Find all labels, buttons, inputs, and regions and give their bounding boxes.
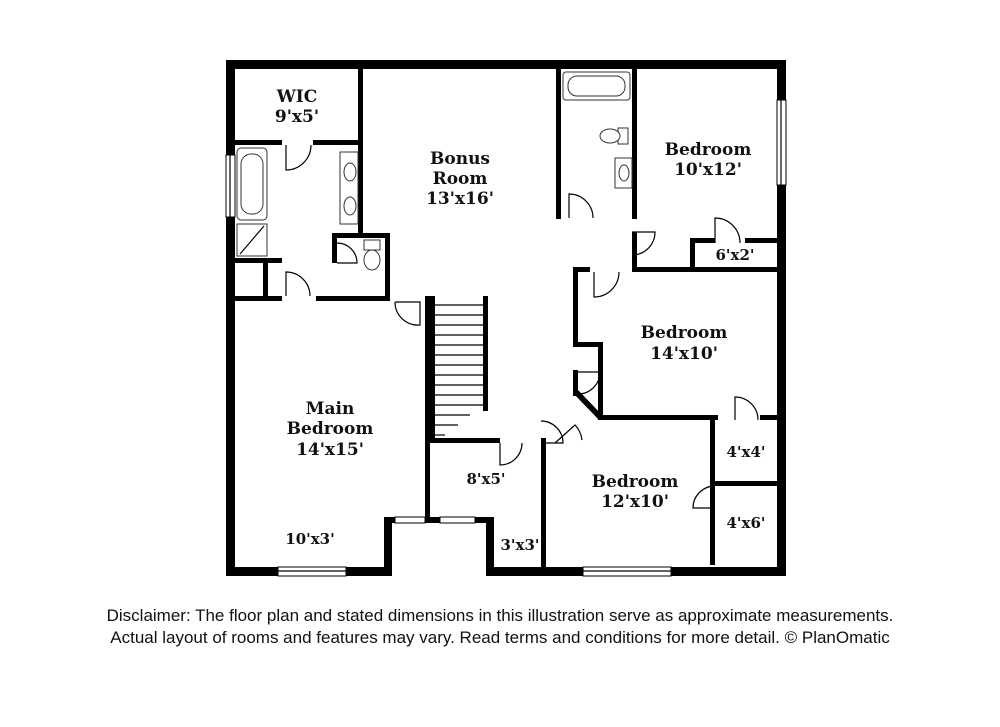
closet-3x3-dims: 3'x3': [500, 536, 539, 554]
bonus-room-name-2: Room: [433, 169, 488, 189]
bedroom-e-dims: 14'x10': [650, 344, 718, 364]
sink-icon: [618, 164, 630, 182]
wic-name: WIC: [276, 87, 318, 107]
doors: [285, 144, 759, 509]
disclaimer-line-2: Actual layout of rooms and features may …: [110, 628, 890, 647]
sink-icon: [343, 196, 357, 216]
closet-4x4-dims: 4'x4': [726, 443, 765, 461]
bonus-room-dims: 13'x16': [426, 189, 494, 209]
room-labels: WIC 9'x5' Bonus Room 13'x16' Bedroom 10'…: [275, 87, 766, 554]
wic-dims: 9'x5': [275, 107, 319, 127]
outer-walls: [226, 60, 786, 576]
bedroom-e-name: Bedroom: [641, 323, 728, 343]
bedroom-ne-name: Bedroom: [665, 140, 752, 160]
main-bedroom-dims: 14'x15': [296, 440, 364, 460]
bedroom-s-dims: 12'x10': [601, 492, 669, 512]
windows: [225, 99, 787, 577]
main-bedroom-name-1: Main: [306, 399, 355, 419]
bonus-room-name-1: Bonus: [430, 149, 490, 169]
closet-4x6-dims: 4'x6': [726, 514, 765, 532]
main-bedroom-name-2: Bedroom: [287, 419, 374, 439]
disclaimer-line-1: Disclaimer: The floor plan and stated di…: [106, 606, 894, 625]
closet-6x2-dims: 6'x2': [715, 246, 754, 264]
bedroom-ne-dims: 10'x12': [674, 160, 742, 180]
stairs: [435, 304, 483, 436]
bedroom-s-name: Bedroom: [592, 472, 679, 492]
fixtures: [236, 71, 633, 436]
interior-walls: [226, 60, 782, 568]
sink-icon: [343, 162, 357, 182]
closet-10x3-dims: 10'x3': [285, 530, 334, 548]
toilet-icon: [363, 239, 381, 251]
closet-8x5-dims: 8'x5': [466, 470, 505, 488]
